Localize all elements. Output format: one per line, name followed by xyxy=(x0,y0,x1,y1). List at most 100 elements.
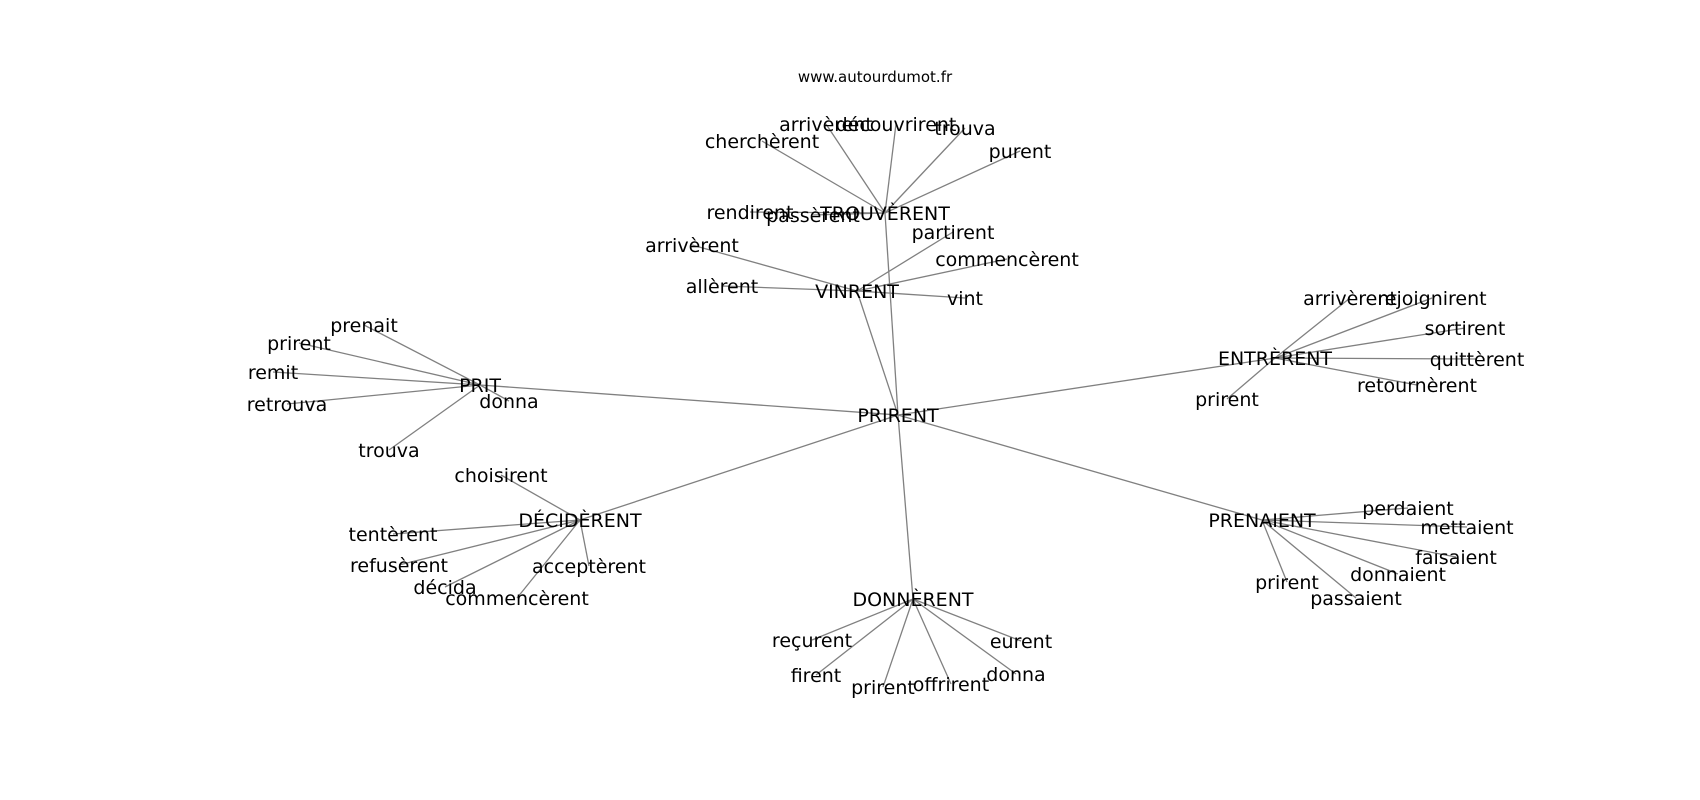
hub-node-vinrent: VINRENT xyxy=(815,281,899,303)
edge-trouverent-trouva xyxy=(884,127,966,214)
leaf-node-quitterent: quittèrent xyxy=(1430,349,1525,371)
leaf-node-donna: donna xyxy=(986,664,1045,686)
edge-prit-remit xyxy=(272,371,481,386)
leaf-node-commencerent: commencèrent xyxy=(935,249,1079,271)
hub-node-prenaient: PRENAIENT xyxy=(1208,510,1316,532)
edge-root-trouverent xyxy=(884,212,899,416)
edge-entrerent-prirent xyxy=(1226,357,1276,400)
edge-entrerent-quitterent xyxy=(1274,357,1478,360)
edge-vinrent-allerent xyxy=(721,285,858,292)
leaf-node-partirent: partirent xyxy=(912,222,995,244)
leaf-node-rendirent: rendirent xyxy=(706,202,793,224)
edge-prit-prenait xyxy=(363,324,481,386)
edge-prenaient-perdaient xyxy=(1261,507,1409,521)
leaf-node-sortirent: sortirent xyxy=(1425,318,1506,340)
leaf-node-perdaient: perdaient xyxy=(1362,498,1453,520)
leaf-node-decida: décida xyxy=(413,577,476,599)
edge-prenaient-donnaient xyxy=(1261,519,1399,575)
leaf-node-choisirent: choisirent xyxy=(454,465,547,487)
leaf-node-prenait: prenait xyxy=(330,315,398,337)
leaf-node-trouva: trouva xyxy=(934,118,995,140)
edge-root-prenaient xyxy=(897,414,1263,521)
leaf-node-eurent: eurent xyxy=(990,631,1052,653)
leaf-node-vint: vint xyxy=(947,288,983,310)
hub-node-trouverent: TROUVÈRENT xyxy=(819,202,950,225)
site-credit: www.autourdumot.fr xyxy=(798,68,953,86)
edge-vinrent-commencerent xyxy=(856,258,1008,292)
graph-labels: PRIRENTcherchèrentarrivèrentdécouvrirent… xyxy=(247,114,1525,699)
edge-deciderent-decida xyxy=(444,519,581,588)
edge-donnerent-donna xyxy=(912,598,1017,675)
edge-deciderent-choisirent xyxy=(500,474,581,521)
graph-edges xyxy=(272,123,1478,688)
leaf-node-arriverent: arrivèrent xyxy=(779,114,873,136)
edge-entrerent-retournerent xyxy=(1274,357,1418,386)
edge-deciderent-commencerent xyxy=(516,519,581,599)
leaf-node-passerent: passèrent xyxy=(766,205,860,227)
leaf-node-commencerent: commencèrent xyxy=(445,588,589,610)
edge-vinrent-vint xyxy=(856,290,966,299)
hub-node-donnerent: DONNÈRENT xyxy=(852,588,973,611)
leaf-node-prirent: prirent xyxy=(851,677,915,699)
leaf-node-remit: remit xyxy=(248,362,298,384)
edge-trouverent-arriverent xyxy=(825,123,886,214)
edge-trouverent-rendirent xyxy=(749,211,886,214)
leaf-node-chercherent: cherchèrent xyxy=(705,131,819,153)
edge-trouverent-purent xyxy=(884,150,1021,214)
edge-trouverent-chercherent xyxy=(761,140,886,214)
edge-prenaient-faisaient xyxy=(1261,519,1457,558)
edge-deciderent-accepterent xyxy=(579,519,590,567)
leaf-node-recurent: reçurent xyxy=(772,630,852,652)
leaf-node-trouva: trouva xyxy=(358,440,419,462)
leaf-node-donna: donna xyxy=(479,391,538,413)
edge-root-deciderent xyxy=(579,414,899,521)
edge-prenaient-passaient xyxy=(1261,519,1357,599)
edge-deciderent-tenterent xyxy=(392,519,581,535)
edge-donnerent-prirent xyxy=(882,598,914,688)
leaf-node-allerent: allèrent xyxy=(686,276,758,298)
leaf-node-donnaient: donnaient xyxy=(1350,564,1446,586)
edge-prit-prirent xyxy=(298,342,481,386)
leaf-node-arriverent: arrivèrent xyxy=(645,235,739,257)
edge-entrerent-sortirent xyxy=(1274,327,1466,359)
leaf-node-prirent: prirent xyxy=(267,333,331,355)
leaf-node-tenterent: tentèrent xyxy=(349,524,438,546)
leaf-node-purent: purent xyxy=(989,141,1052,163)
leaf-node-refuserent: refusèrent xyxy=(350,555,448,577)
edge-trouverent-passerent xyxy=(812,212,886,216)
edge-vinrent-partirent xyxy=(856,231,954,292)
leaf-node-arriverent: arrivèrent xyxy=(1303,288,1397,310)
leaf-node-faisaient: faisaient xyxy=(1415,547,1497,569)
leaf-node-accepterent: acceptèrent xyxy=(532,556,646,578)
hub-node-deciderent: DÉCIDÈRENT xyxy=(518,509,642,532)
edge-entrerent-arriverent xyxy=(1274,297,1351,359)
hub-node-prit: PRIT xyxy=(459,375,501,397)
edge-root-donnerent xyxy=(897,414,914,600)
edge-prit-trouva xyxy=(388,384,481,451)
edge-donnerent-firent xyxy=(815,598,914,676)
leaf-node-decouvrirent: découvrirent xyxy=(836,114,957,136)
leaf-node-passaient: passaient xyxy=(1310,588,1402,610)
edge-prenaient-mettaient xyxy=(1261,519,1468,528)
leaf-node-mettaient: mettaient xyxy=(1420,517,1513,539)
leaf-node-prirent: prirent xyxy=(1255,572,1319,594)
edge-prit-donna xyxy=(479,384,510,402)
root-word-node: PRIRENT xyxy=(857,405,939,427)
leaf-node-retournerent: retournèrent xyxy=(1357,375,1477,397)
edge-vinrent-arriverent xyxy=(691,244,858,292)
edge-root-prit xyxy=(479,384,899,416)
edge-root-entrerent xyxy=(897,357,1276,416)
edge-prenaient-prirent xyxy=(1261,519,1288,583)
edge-entrerent-rejoignirent xyxy=(1274,297,1433,359)
edge-donnerent-offrirent xyxy=(912,598,952,685)
leaf-node-retrouva: retrouva xyxy=(247,394,327,416)
edge-trouverent-decouvrirent xyxy=(884,123,897,214)
leaf-node-rejoignirent: rejoignirent xyxy=(1377,288,1486,310)
edge-root-vinrent xyxy=(856,290,899,416)
leaf-node-firent: firent xyxy=(791,665,842,687)
edge-donnerent-eurent xyxy=(912,598,1022,642)
edge-deciderent-refuserent xyxy=(398,519,581,566)
edge-donnerent-recurent xyxy=(811,598,914,641)
leaf-node-offrirent: offrirent xyxy=(913,674,989,696)
